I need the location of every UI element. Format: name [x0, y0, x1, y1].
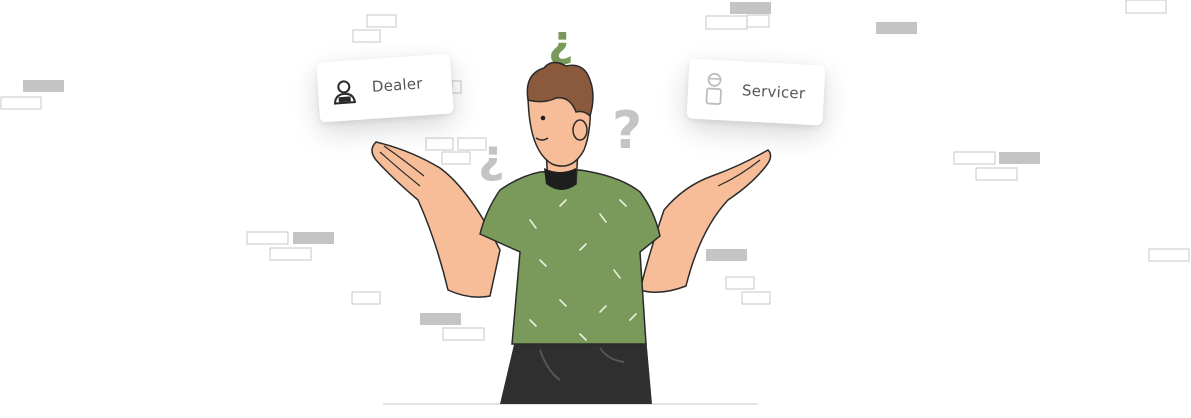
brick — [730, 2, 771, 14]
right-arm — [639, 149, 772, 293]
brick — [725, 276, 755, 290]
brick — [0, 96, 42, 110]
question-mark-grey: ? — [612, 101, 642, 161]
servicer-option-card[interactable]: Servicer — [686, 58, 826, 126]
hair — [526, 61, 594, 118]
brick — [442, 327, 485, 341]
left-arm — [371, 141, 501, 298]
brick — [953, 151, 996, 165]
brick — [746, 14, 770, 28]
brick — [876, 22, 917, 34]
brick — [293, 232, 334, 244]
brick — [352, 29, 381, 43]
brick — [269, 247, 312, 261]
servicer-label: Servicer — [741, 81, 806, 103]
inverted-question-mark-grey: ¿ — [478, 129, 505, 183]
dealer-user-icon — [331, 78, 357, 110]
brick — [1125, 0, 1167, 14]
eye — [540, 115, 546, 121]
brick — [706, 249, 747, 261]
brick — [425, 137, 454, 151]
dealer-label: Dealer — [371, 74, 424, 96]
inverted-question-mark-green: ¿ — [548, 16, 574, 67]
brick — [457, 137, 487, 151]
dealer-option-card[interactable]: Dealer — [316, 53, 454, 123]
ear — [572, 119, 588, 141]
brick — [246, 231, 289, 245]
pants — [500, 336, 652, 404]
brick — [351, 291, 381, 305]
brick — [23, 80, 64, 92]
brick — [366, 14, 397, 28]
brick — [999, 152, 1040, 164]
brick — [1148, 248, 1190, 262]
mouth — [535, 137, 549, 141]
brick — [441, 151, 471, 165]
servicer-worker-icon — [703, 71, 725, 110]
shirt — [479, 169, 661, 345]
brick — [741, 291, 771, 305]
brick — [420, 313, 461, 325]
brick — [975, 167, 1018, 181]
